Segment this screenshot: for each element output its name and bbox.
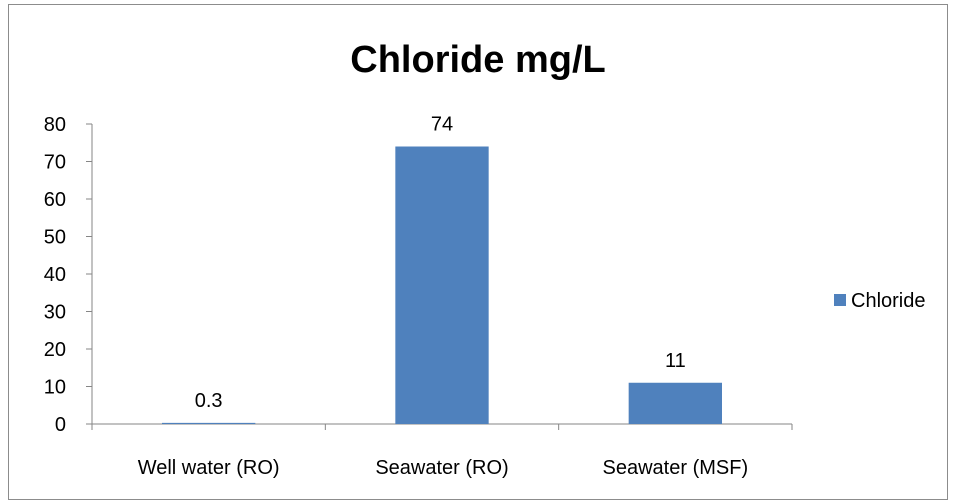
y-tick-label: 60 bbox=[44, 189, 66, 211]
legend-label-chloride: Chloride bbox=[851, 290, 925, 312]
y-tick-label: 40 bbox=[44, 264, 66, 286]
x-tick-label: Seawater (RO) bbox=[375, 457, 508, 479]
legend-swatch-chloride bbox=[834, 294, 846, 306]
x-tick-label: Well water (RO) bbox=[138, 457, 280, 479]
y-tick-label: 80 bbox=[44, 114, 66, 136]
bar bbox=[628, 382, 722, 424]
data-label: 74 bbox=[431, 114, 453, 136]
legend: Chloride bbox=[834, 290, 925, 312]
bar bbox=[395, 146, 489, 424]
data-labels: 0.3 74 11 bbox=[195, 114, 686, 412]
y-tick-label: 70 bbox=[44, 152, 66, 174]
y-tick-label: 10 bbox=[44, 377, 66, 399]
data-label: 11 bbox=[665, 350, 686, 372]
x-tick-label: Seawater (MSF) bbox=[603, 457, 749, 479]
x-axis bbox=[91, 423, 793, 430]
chart-title: Chloride mg/L bbox=[350, 39, 605, 81]
bars bbox=[162, 146, 722, 424]
y-axis: 0 10 20 30 40 50 60 70 80 bbox=[44, 114, 93, 436]
y-tick-label: 0 bbox=[55, 414, 66, 436]
y-tick-label: 50 bbox=[44, 227, 66, 249]
data-label: 0.3 bbox=[195, 390, 223, 412]
x-tick-labels: Well water (RO) Seawater (RO) Seawater (MS… bbox=[138, 457, 748, 479]
y-tick-label: 30 bbox=[44, 302, 66, 324]
y-tick-label: 20 bbox=[44, 339, 66, 361]
bar bbox=[162, 422, 256, 424]
